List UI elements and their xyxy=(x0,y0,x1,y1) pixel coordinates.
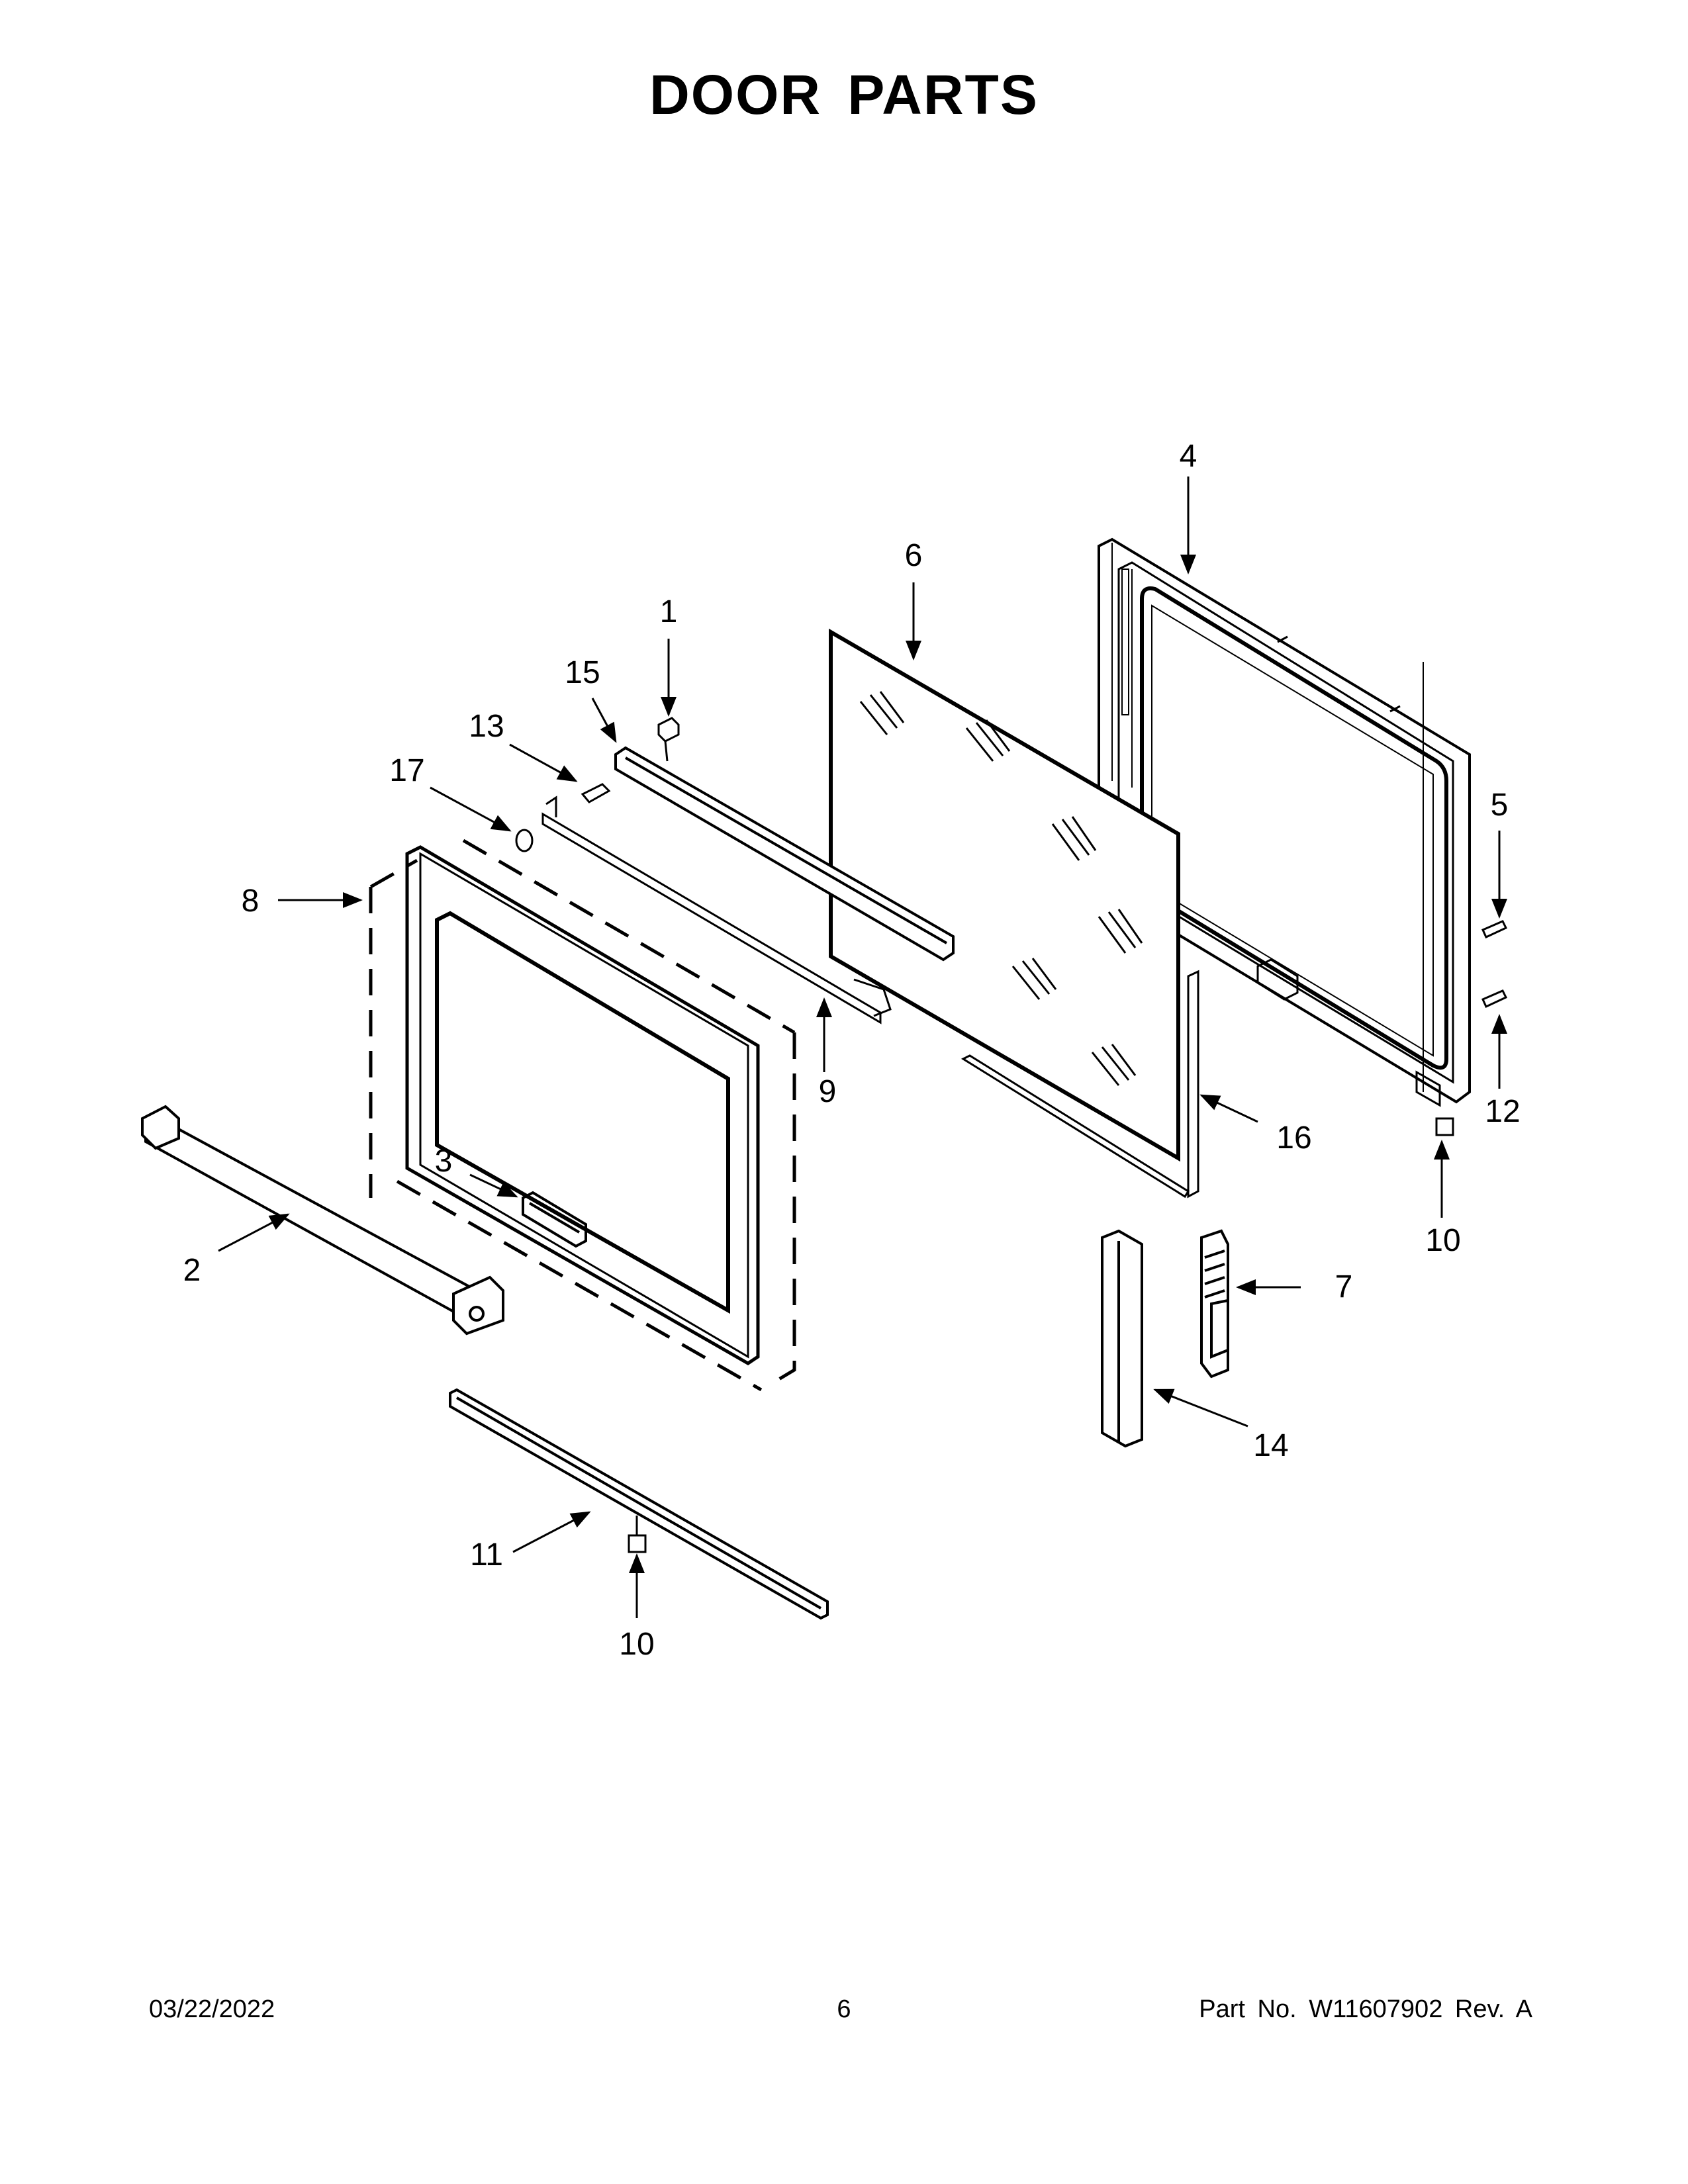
callout-17: 17 xyxy=(389,753,424,788)
screw-13 xyxy=(581,783,611,803)
footer-page-number: 6 xyxy=(837,1995,851,2023)
door-seal-part xyxy=(961,970,1199,1199)
door-glass-part xyxy=(829,628,1180,1162)
hinge-part xyxy=(1200,1229,1229,1379)
screw-1 xyxy=(657,717,680,762)
footer-date: 03/22/2022 xyxy=(149,1995,275,2023)
callout-9: 9 xyxy=(819,1074,837,1109)
hinge-receiver-part xyxy=(1101,1229,1143,1448)
callout-16: 16 xyxy=(1276,1120,1311,1156)
callout-5: 5 xyxy=(1491,788,1509,823)
outer-door-panel-part xyxy=(369,839,796,1392)
callout-10-upper: 10 xyxy=(1425,1223,1460,1258)
top-trim-part xyxy=(614,746,955,962)
callout-10-lower: 10 xyxy=(619,1627,654,1662)
washer-17 xyxy=(515,829,534,852)
callout-2: 2 xyxy=(183,1253,201,1288)
footer-part-info: Part No. W11607902 Rev. A xyxy=(1199,1995,1532,2023)
screw-10-upper xyxy=(1435,1117,1454,1136)
callout-8: 8 xyxy=(242,884,259,919)
callout-15: 15 xyxy=(565,655,600,690)
screw-12 xyxy=(1481,989,1508,1008)
bottom-trim-part xyxy=(449,1388,829,1620)
badge-part xyxy=(522,1191,587,1248)
callout-4: 4 xyxy=(1180,439,1197,474)
inner-door-frame-part xyxy=(1098,537,1471,1107)
callout-13: 13 xyxy=(469,709,504,744)
hinge-rail-part xyxy=(541,796,892,1024)
callout-11: 11 xyxy=(470,1537,503,1572)
callout-6: 6 xyxy=(905,538,923,573)
page-title: DOOR PARTS xyxy=(649,64,1039,126)
screw-5 xyxy=(1481,920,1508,938)
callout-7: 7 xyxy=(1335,1269,1353,1304)
screw-10-lower xyxy=(628,1516,647,1553)
callout-14: 14 xyxy=(1253,1428,1288,1463)
leader-arrows xyxy=(218,477,1507,1618)
callout-1: 1 xyxy=(660,594,678,629)
handle-part xyxy=(141,1105,504,1336)
callout-3: 3 xyxy=(435,1144,453,1179)
callout-12: 12 xyxy=(1485,1094,1520,1129)
